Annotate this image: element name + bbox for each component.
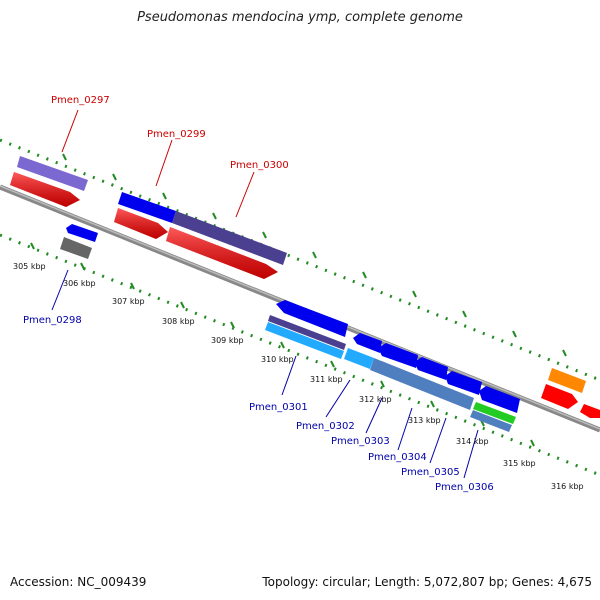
accession-text: Accession: NC_009439 <box>10 575 147 589</box>
kbp-label: 305 kbp <box>13 262 46 271</box>
kbp-label: 314 kbp <box>456 437 489 446</box>
gene-blue-c[interactable] <box>414 357 448 380</box>
gene-blue-small[interactable] <box>66 224 98 242</box>
gene-steel-long[interactable] <box>370 358 474 410</box>
gene-label-bottom[interactable]: Pmen_0306 <box>435 482 494 493</box>
gene-blue-large[interactable] <box>276 300 348 337</box>
gene-steel-short[interactable] <box>470 410 512 432</box>
gene-blue-0299[interactable] <box>118 192 176 223</box>
gene-gray-small[interactable] <box>60 237 92 259</box>
tick-rail-outer <box>0 138 600 382</box>
gene-green[interactable] <box>473 402 516 424</box>
bottom-label-leaders <box>51 269 479 479</box>
gene-red-edge[interactable] <box>580 404 600 418</box>
gene-purple-thin[interactable] <box>268 315 346 350</box>
kbp-label: 313 kbp <box>408 416 441 425</box>
kbp-label: 306 kbp <box>63 279 96 288</box>
map-title: Pseudomonas mendocina ymp, complete geno… <box>137 10 463 25</box>
gene-label-top[interactable]: Pmen_0297 <box>51 95 110 106</box>
kbp-labels: 305 kbp 306 kbp 307 kbp 308 kbp 309 kbp … <box>13 262 584 491</box>
gene-lavender-block[interactable] <box>17 156 88 191</box>
kbp-label: 316 kbp <box>551 482 584 491</box>
gene-blue-e[interactable] <box>479 386 520 413</box>
gene-label-bottom[interactable]: Pmen_0303 <box>331 436 390 447</box>
gene-orange[interactable] <box>548 368 586 393</box>
gene-label-bottom[interactable]: Pmen_0298 <box>23 315 82 326</box>
kbp-label: 309 kbp <box>211 336 244 345</box>
gene-red-arrow-shade <box>10 172 80 207</box>
gene-shade-1 <box>114 208 168 239</box>
gene-label-bottom[interactable]: Pmen_0301 <box>249 402 308 413</box>
kbp-label: 315 kbp <box>503 459 536 468</box>
kbp-label: 308 kbp <box>162 317 195 326</box>
gene-label-bottom[interactable]: Pmen_0304 <box>368 452 427 463</box>
gene-features <box>10 156 600 432</box>
top-label-leaders <box>61 109 255 218</box>
gene-blue-a[interactable] <box>353 333 382 353</box>
kbp-label: 307 kbp <box>112 297 145 306</box>
gene-label-top[interactable]: Pmen_0299 <box>147 129 206 140</box>
kbp-label: 310 kbp <box>261 355 294 364</box>
bottom-gene-labels: Pmen_0298 Pmen_0301 Pmen_0302 Pmen_0303 … <box>23 315 494 493</box>
gene-shade-2 <box>166 227 278 279</box>
gene-label-top[interactable]: Pmen_0300 <box>230 160 289 171</box>
gene-blue-d[interactable] <box>445 371 482 395</box>
genome-summary-text: Topology: circular; Length: 5,072,807 bp… <box>262 575 592 589</box>
gene-label-bottom[interactable]: Pmen_0305 <box>401 467 460 478</box>
gene-cyan-short[interactable] <box>344 348 374 369</box>
gene-red-right[interactable] <box>541 384 578 409</box>
kbp-label: 312 kbp <box>359 395 392 404</box>
tick-rail-inner <box>0 233 600 477</box>
gene-cyan-long[interactable] <box>265 322 344 359</box>
top-gene-labels: Pmen_0297 Pmen_0299 Pmen_0300 <box>51 95 289 171</box>
gene-label-bottom[interactable]: Pmen_0302 <box>296 421 355 432</box>
gene-purple-0300[interactable] <box>172 211 287 265</box>
kbp-label: 311 kbp <box>310 375 343 384</box>
gene-blue-b[interactable] <box>378 343 418 368</box>
